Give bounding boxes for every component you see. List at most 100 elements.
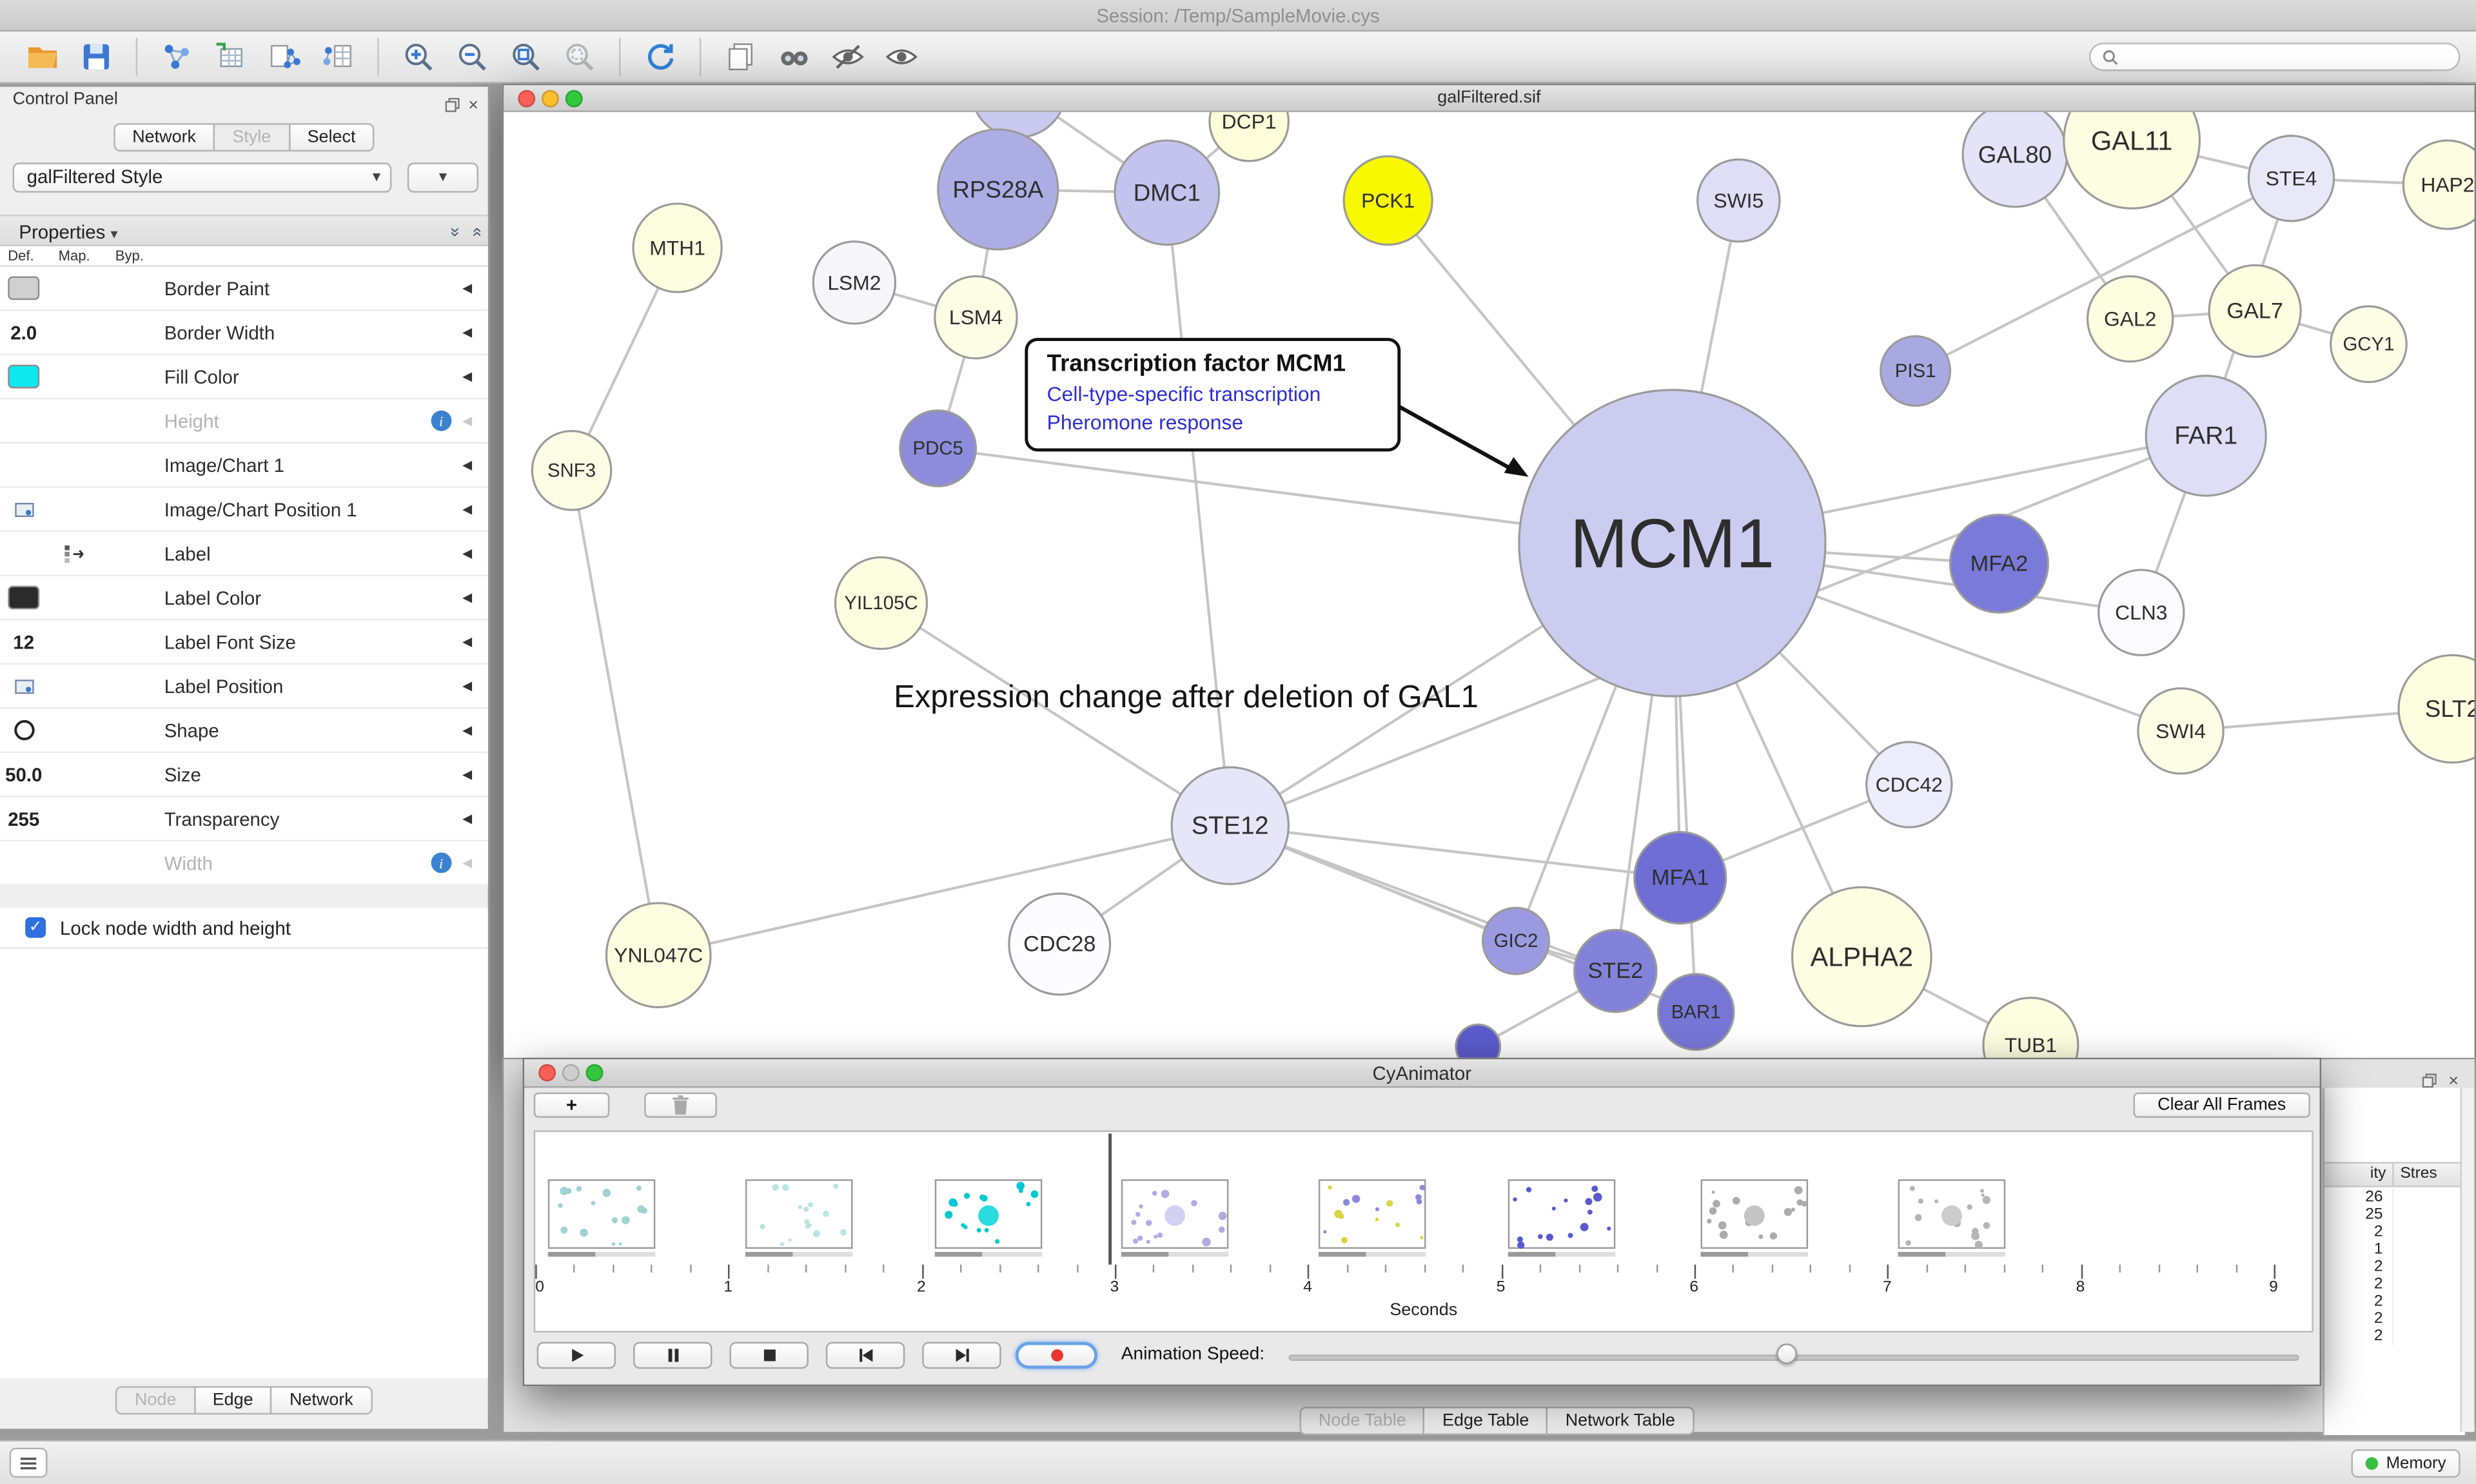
table-row[interactable]: 2 <box>2324 1310 2465 1328</box>
column-header-stress[interactable]: Stres <box>2400 1165 2437 1183</box>
zoom-in-icon[interactable] <box>397 36 441 77</box>
tab-select[interactable]: Select <box>288 123 375 152</box>
graph-node-SNF3[interactable] <box>531 429 613 511</box>
frame-8-thumbnail[interactable] <box>1898 1179 2006 1257</box>
clear-all-frames-button[interactable]: Clear All Frames <box>2133 1092 2310 1118</box>
thumbnail-scrollbar[interactable] <box>1121 1252 1229 1257</box>
style-property-row[interactable]: Label Position◀ <box>0 665 488 709</box>
frame-1-thumbnail[interactable] <box>547 1179 656 1257</box>
tab-edge-table[interactable]: Edge Table <box>1423 1407 1548 1436</box>
tab-network-style[interactable]: Network <box>270 1386 373 1415</box>
table-row[interactable]: 25 <box>2324 1206 2465 1224</box>
expand-arrow-icon[interactable]: ◀ <box>462 369 473 384</box>
zoom-fit-icon[interactable] <box>504 36 548 77</box>
expand-all-icon[interactable]: » <box>467 227 487 237</box>
thumbnail-scrollbar[interactable] <box>1700 1252 1809 1257</box>
minimize-window-icon[interactable] <box>562 1064 580 1082</box>
graph-node-STE12[interactable] <box>1170 766 1290 886</box>
graph-node-GAL2[interactable] <box>2086 275 2174 363</box>
record-button[interactable] <box>1015 1342 1098 1369</box>
memory-button[interactable]: Memory <box>2351 1449 2461 1478</box>
float-panel-icon[interactable] <box>2421 1068 2436 1096</box>
frame-3-thumbnail[interactable] <box>934 1179 1043 1257</box>
expand-arrow-icon[interactable]: ◀ <box>462 723 473 737</box>
graph-node-PCK1[interactable] <box>1342 155 1433 246</box>
previous-frame-button[interactable] <box>825 1342 905 1369</box>
table-row[interactable]: 2 <box>2324 1293 2465 1311</box>
tab-network-table[interactable]: Network Table <box>1546 1407 1695 1436</box>
expand-arrow-icon[interactable]: ◀ <box>462 458 473 473</box>
expand-arrow-icon[interactable]: ◀ <box>462 546 473 561</box>
export-table-icon[interactable] <box>316 36 360 77</box>
style-property-row[interactable]: Border Paint◀ <box>0 266 488 311</box>
graph-node-SWI5[interactable] <box>1696 158 1781 243</box>
info-icon[interactable]: i <box>431 410 452 431</box>
frame-6-thumbnail[interactable] <box>1508 1179 1616 1257</box>
close-panel-icon[interactable]: × <box>2448 1071 2459 1091</box>
graph-node-PIS1[interactable] <box>1880 335 1952 407</box>
lock-dimensions-row[interactable]: ✓ Lock node width and height <box>0 908 488 949</box>
hide-details-icon[interactable] <box>826 36 870 77</box>
graph-node-GCY1[interactable] <box>2330 305 2408 384</box>
next-frame-button[interactable] <box>922 1342 1001 1369</box>
expand-arrow-icon[interactable]: ◀ <box>462 855 473 870</box>
graph-node-node-small[interactable] <box>1455 1023 1502 1060</box>
zoom-selected-icon[interactable] <box>557 36 602 77</box>
graph-node-MCM1[interactable] <box>1518 389 1827 698</box>
style-property-row[interactable]: Label Color◀ <box>0 576 488 621</box>
show-details-icon[interactable] <box>879 36 924 77</box>
tab-edge-style[interactable]: Edge <box>193 1386 273 1415</box>
graph-node-CDC42[interactable] <box>1865 741 1953 828</box>
tab-network[interactable]: Network <box>113 123 215 152</box>
table-row[interactable]: 26 <box>2324 1189 2465 1207</box>
graph-node-MFA2[interactable] <box>1949 513 2049 614</box>
minimize-window-icon[interactable] <box>542 90 559 108</box>
float-panel-icon[interactable] <box>444 92 459 120</box>
graph-node-MTH1[interactable] <box>632 202 723 293</box>
close-panel-icon[interactable]: × <box>468 96 479 115</box>
thumbnail-scrollbar[interactable] <box>934 1252 1043 1257</box>
expand-arrow-icon[interactable]: ◀ <box>462 325 473 340</box>
graph-node-CDC28[interactable] <box>1008 892 1112 996</box>
table-row[interactable]: 2 <box>2324 1327 2465 1345</box>
refresh-view-icon[interactable] <box>638 36 682 77</box>
graph-node-DCP1[interactable] <box>1208 112 1290 162</box>
default-value[interactable]: 255 <box>8 807 40 830</box>
style-selector[interactable]: galFiltered Style ▾ <box>12 162 392 193</box>
style-property-row[interactable]: Image/Chart 1◀ <box>0 444 488 488</box>
style-property-row[interactable]: Image/Chart Position 1◀ <box>0 487 488 532</box>
table-header-row[interactable]: ity Stres <box>2324 1162 2465 1187</box>
import-network-icon[interactable] <box>155 36 199 77</box>
expand-arrow-icon[interactable]: ◀ <box>462 280 473 295</box>
close-window-icon[interactable] <box>538 1064 556 1082</box>
delete-frame-button[interactable] <box>644 1092 717 1118</box>
style-property-row[interactable]: Shape◀ <box>0 708 488 754</box>
graph-node-PDC5[interactable] <box>899 409 978 487</box>
vertical-scrollbar[interactable] <box>2460 1088 2475 1432</box>
thumbnail-scrollbar[interactable] <box>547 1252 656 1257</box>
import-table-icon[interactable] <box>208 36 253 77</box>
default-value-swatch[interactable] <box>8 364 40 389</box>
birdseye-view-icon[interactable] <box>772 36 817 77</box>
default-value[interactable]: 2.0 <box>10 321 37 344</box>
expand-arrow-icon[interactable]: ◀ <box>462 634 473 649</box>
graph-node-RPS28A[interactable] <box>937 128 1059 251</box>
graph-node-GAL11[interactable] <box>2063 112 2201 210</box>
copy-view-icon[interactable] <box>718 36 763 77</box>
thumbnail-scrollbar[interactable] <box>1898 1252 2006 1257</box>
graph-node-BAR1[interactable] <box>1656 973 1735 1051</box>
graph-node-YIL105C[interactable] <box>834 556 928 650</box>
zoom-window-icon[interactable] <box>585 1064 604 1082</box>
thumbnail-scrollbar[interactable] <box>745 1252 853 1257</box>
tab-node-table[interactable]: Node Table <box>1299 1407 1426 1436</box>
frame-5-thumbnail[interactable] <box>1318 1179 1426 1257</box>
graph-node-HAP2[interactable] <box>2402 139 2475 230</box>
graph-node-CLN3[interactable] <box>2098 569 2185 656</box>
default-value[interactable]: 12 <box>13 630 35 653</box>
annotation-box[interactable]: Transcription factor MCM1 Cell-type-spec… <box>1025 338 1401 452</box>
graph-node-SWI4[interactable] <box>2137 687 2225 775</box>
